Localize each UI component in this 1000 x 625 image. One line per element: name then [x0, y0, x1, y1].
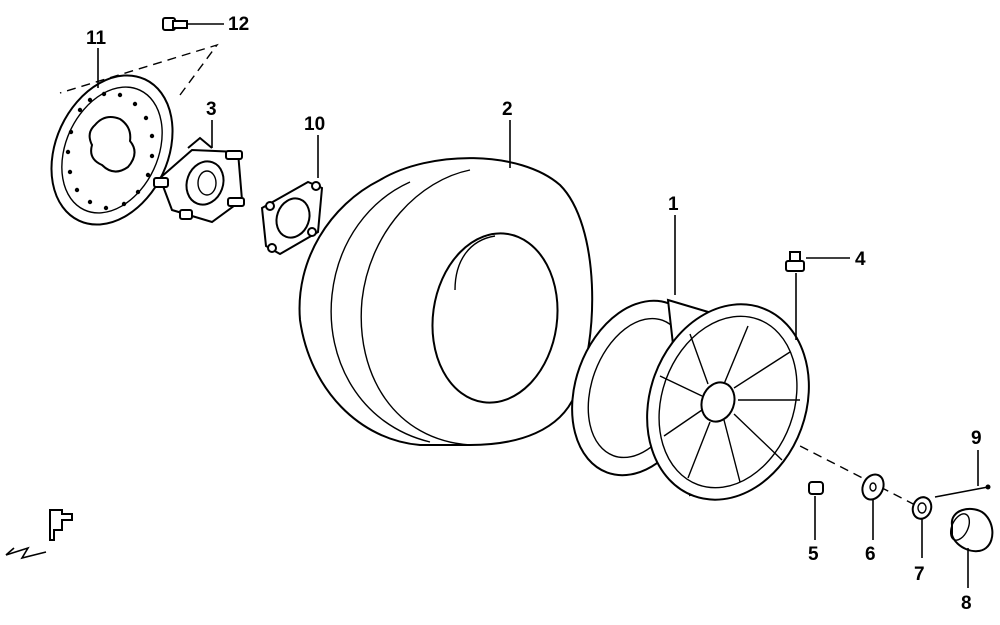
- callout-12: 12: [228, 14, 249, 35]
- callout-4: 4: [855, 249, 866, 270]
- castle-nut-icon: [911, 496, 933, 520]
- tire-icon: [298, 157, 594, 446]
- callout-9: 9: [971, 428, 982, 449]
- hub-plate-icon: [260, 180, 324, 256]
- disc-bolt-icon: [162, 17, 188, 31]
- cotter-pin-icon: [934, 484, 991, 498]
- leader-lines: [97, 23, 979, 588]
- callout-2: 2: [502, 99, 513, 120]
- callout-3: 3: [206, 99, 217, 120]
- wheel-rim-icon: [571, 298, 810, 501]
- wheel-hub-icon: [153, 136, 245, 224]
- callout-10: 10: [304, 114, 325, 135]
- hub-cap-icon: [949, 507, 994, 553]
- callout-11: 11: [86, 28, 107, 49]
- washer-icon: [861, 473, 885, 501]
- callout-7: 7: [914, 564, 925, 585]
- callout-labels: 1 2 3 4 5 6 7 8 9 10 11 12: [86, 14, 982, 614]
- front-direction-arrow-icon: [5, 509, 73, 560]
- lug-nut-icon: [808, 481, 824, 495]
- callout-1: 1: [668, 194, 679, 215]
- brake-disc-icon: [50, 74, 174, 226]
- callout-5: 5: [808, 544, 819, 565]
- valve-stem-icon: [785, 251, 805, 272]
- callout-8: 8: [961, 593, 972, 614]
- callout-6: 6: [865, 544, 876, 565]
